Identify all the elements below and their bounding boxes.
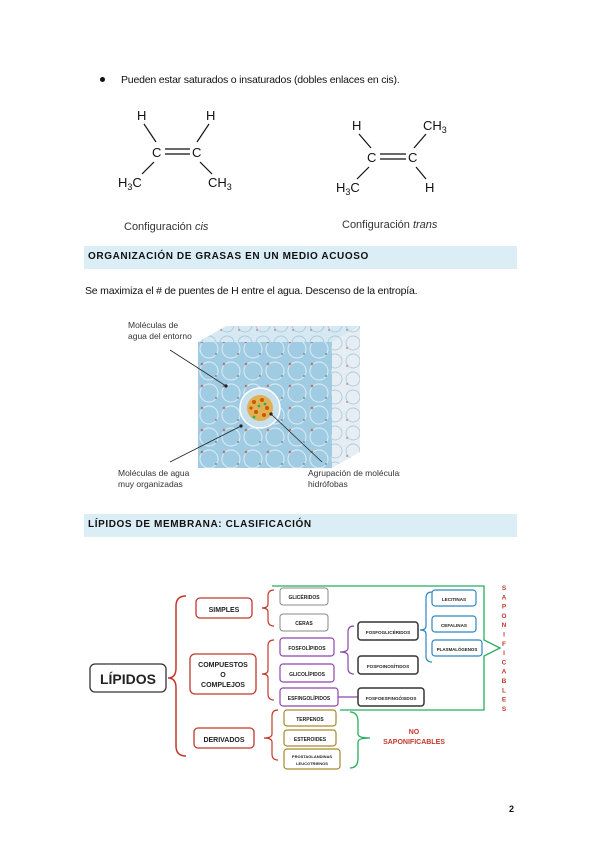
- svg-text:CEFALINAS: CEFALINAS: [441, 623, 467, 628]
- svg-text:LECITINAS: LECITINAS: [442, 597, 466, 602]
- entropy-paragraph: Se maximiza el # de puentes de H entre e…: [85, 285, 418, 297]
- water-cube-figure: Moléculas de agua del entorno Moléculas …: [110, 316, 400, 496]
- bullet-dot: [100, 77, 105, 82]
- svg-text:LEUCOTRIENOS: LEUCOTRIENOS: [296, 761, 328, 766]
- page-number: 2: [509, 804, 515, 814]
- saponificables-letter: S: [502, 585, 507, 592]
- svg-text:FOSFOLÍPIDOS: FOSFOLÍPIDOS: [288, 644, 326, 652]
- svg-text:FOSFOESFINGÓSIDOS: FOSFOESFINGÓSIDOS: [366, 694, 417, 701]
- fosfogliceridos-box: [357, 621, 419, 641]
- saponificables-letter: C: [502, 659, 507, 666]
- cis-label: Configuración cis: [124, 221, 209, 233]
- cis-h-top-right: H: [206, 108, 215, 123]
- prostaglandinas-box: [283, 748, 341, 770]
- lecitinas-box: [431, 589, 477, 607]
- bullet-text: Pueden estar saturados o insaturados (do…: [121, 74, 400, 86]
- gliceridos-box: [279, 587, 329, 606]
- cefalinas-box: [431, 615, 477, 633]
- section-heading-aqueous: ORGANIZACIÓN DE GRASAS EN UN MEDIO ACUOS…: [84, 246, 517, 269]
- derivados-box: [193, 727, 255, 749]
- root-label: LÍPIDOS: [100, 671, 156, 687]
- section-heading-membrane-text: LÍPIDOS DE MEMBRANA: CLASIFICACIÓN: [88, 519, 312, 530]
- svg-text:ESFINGOLÍPIDOS: ESFINGOLÍPIDOS: [288, 694, 331, 702]
- saponificables-letter: I: [503, 650, 505, 657]
- section-heading-aqueous-text: ORGANIZACIÓN DE GRASAS EN UN MEDIO ACUOS…: [88, 251, 369, 262]
- svg-text:COMPUESTOS: COMPUESTOS: [198, 662, 248, 669]
- svg-text:CERAS: CERAS: [295, 621, 313, 627]
- trans-label: Configuración trans: [342, 219, 438, 231]
- ceras-box: [279, 613, 329, 632]
- fosfolipidos-box: [279, 637, 335, 657]
- trans-c-right: C: [408, 150, 417, 165]
- label-surrounding-water-2: agua del entorno: [128, 331, 192, 341]
- trans-h-top-left: H: [352, 118, 361, 133]
- trans-structure: H CH3 C C H3C H Configuración trans: [336, 118, 447, 231]
- svg-text:FOSFOGLICÉRIDOS: FOSFOGLICÉRIDOS: [366, 628, 410, 635]
- trans-h-bottom-right: H: [425, 180, 434, 195]
- svg-text:FOSFOINOSÍTIDOS: FOSFOINOSÍTIDOS: [367, 662, 409, 669]
- svg-text:ESTEROIDES: ESTEROIDES: [294, 737, 327, 743]
- root-box: [89, 663, 167, 693]
- cis-structure: H H C C H3C CH3 Configuración cis: [118, 108, 232, 233]
- cis-h3c: H3C: [118, 175, 142, 192]
- terpenos-box: [283, 709, 337, 727]
- trans-h3c: H3C: [336, 180, 360, 197]
- cis-ch3: CH3: [208, 175, 232, 192]
- svg-text:GLICÉRIDOS: GLICÉRIDOS: [288, 593, 320, 601]
- label-organized-water-2: muy organizadas: [118, 479, 183, 489]
- fosfoesfingosidos-box: [357, 687, 425, 707]
- section-heading-membrane: LÍPIDOS DE MEMBRANA: CLASIFICACIÓN: [84, 514, 517, 537]
- label-surrounding-water-1: Moléculas de: [128, 320, 178, 330]
- no-sap-line1: NO: [409, 729, 420, 736]
- saponificables-letter: L: [502, 687, 506, 694]
- label-hydrophobic-1: Agrupación de moléculas: [308, 468, 400, 478]
- svg-text:TERPENOS: TERPENOS: [296, 717, 324, 723]
- trans-ch3-top: CH3: [423, 118, 447, 135]
- saponificables-letter: A: [502, 594, 507, 601]
- svg-text:PROSTAGLANDINAS: PROSTAGLANDINAS: [292, 754, 332, 759]
- derivados-label: DERIVADOS: [203, 737, 244, 744]
- lipid-classification-chart: LÍPIDOS SIMPLES COMPUESTOS O COMPLEJOS D…: [88, 582, 518, 772]
- svg-text:O: O: [220, 672, 226, 679]
- saponificables-letter: P: [502, 604, 507, 611]
- saponificables-letter: O: [501, 613, 506, 620]
- plasmalogenos-box: [431, 639, 483, 657]
- cis-c-right: C: [192, 145, 201, 160]
- saponificables-vertical: SAPONIFICABLES: [501, 585, 506, 713]
- svg-text:GLICOLÍPIDOS: GLICOLÍPIDOS: [289, 670, 326, 678]
- saponificables-letter: B: [502, 678, 507, 685]
- saponificables-letter: A: [502, 669, 507, 676]
- cis-c-left: C: [152, 145, 161, 160]
- glicolipidos-box: [279, 663, 335, 683]
- svg-text:COMPLEJOS: COMPLEJOS: [201, 682, 245, 689]
- isomer-svg: H H C C H3C CH3 Configuración cis H C: [118, 108, 447, 233]
- label-organized-water-1: Moléculas de agua: [118, 468, 190, 478]
- saponificables-letter: F: [502, 641, 506, 648]
- saponificables-letter: N: [502, 622, 507, 629]
- isomer-figure: H H C C H3C CH3 Configuración cis H C: [108, 104, 468, 238]
- label-hydrophobic-2: hidrófobas: [308, 479, 348, 489]
- fosfoinositidos-box: [357, 655, 419, 675]
- compuestos-box: [189, 653, 257, 695]
- saponificables-letter: E: [502, 697, 507, 704]
- cis-h-top-left: H: [137, 108, 146, 123]
- water-cube-svg: Moléculas de agua del entorno Moléculas …: [118, 320, 400, 489]
- esteroides-box: [283, 729, 337, 747]
- no-sap-line2: SAPONIFICABLES: [383, 739, 445, 746]
- saponificables-letter: I: [503, 632, 505, 639]
- trans-c-left: C: [367, 150, 376, 165]
- lipid-chart-svg: LÍPIDOS SIMPLES COMPUESTOS O COMPLEJOS D…: [89, 585, 507, 770]
- svg-text:PLASMALÓGENOS: PLASMALÓGENOS: [437, 647, 478, 652]
- simples-label: SIMPLES: [209, 607, 240, 614]
- saponificables-letter: S: [502, 706, 507, 713]
- simples-box: [195, 597, 253, 619]
